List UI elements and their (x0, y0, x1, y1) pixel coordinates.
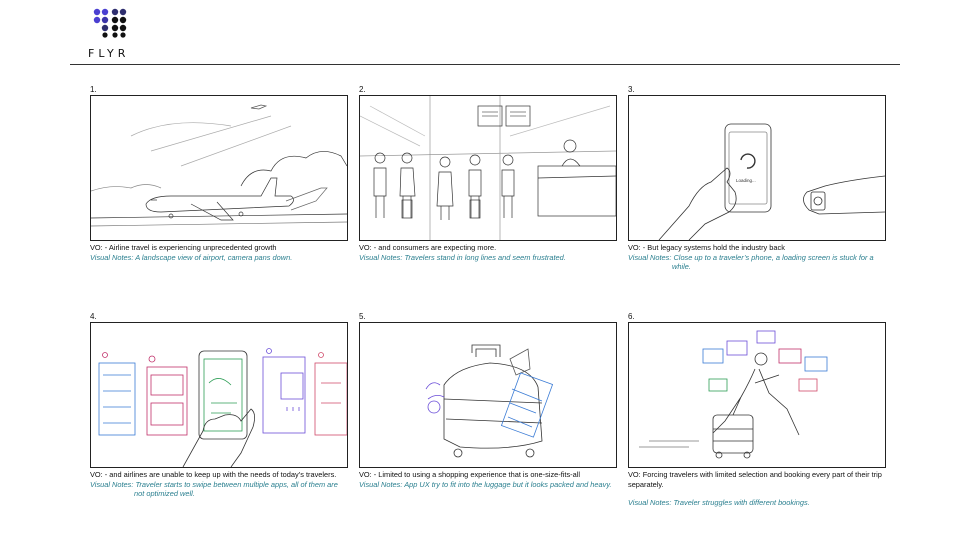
panel-sketch-multiple-apps (90, 322, 348, 468)
visual-notes-line-2: not optimized well. (134, 489, 195, 498)
storyboard-panel-2: 2. VO: - and consumers are expecting mor… (359, 85, 617, 262)
storyboard-panel-1: 1. VO: - Airline travel is experiencing … (90, 85, 348, 262)
logo-wordmark: FLYR (88, 47, 130, 60)
panel-number: 4. (90, 312, 97, 321)
voiceover-text: VO: - But legacy systems hold the indust… (628, 243, 785, 252)
header-divider (70, 64, 900, 65)
visual-notes-line-1: Visual Notes: Traveler starts to swipe b… (90, 479, 338, 489)
voiceover-text: VO: Forcing travelers with limited selec… (628, 470, 882, 489)
storyboard-panel-4: 4. VO: - and airlines are unable to keep… (90, 312, 348, 499)
panel-sketch-phone-loading: Loading... (628, 95, 886, 241)
panel-number: 6. (628, 312, 635, 321)
logo-mark-icon (93, 8, 127, 38)
storyboard-panel-3: 3. Loading... VO: - But legacy systems h… (628, 85, 886, 272)
visual-notes-line-1: Visual Notes: Close up to a traveler’s p… (628, 252, 874, 262)
spacer (628, 489, 886, 498)
loading-label: Loading... (736, 178, 756, 183)
visual-notes: Visual Notes: App UX try to fit into the… (359, 479, 612, 489)
panel-sketch-traveler-running (628, 322, 886, 468)
storyboard-panel-5: 5. VO: - Limited to using a shopping exp… (359, 312, 617, 489)
flyr-logo: FLYR (88, 8, 132, 60)
voiceover-text: VO: - and airlines are unable to keep up… (90, 470, 337, 479)
panel-number: 5. (359, 312, 366, 321)
visual-notes: Visual Notes: Travelers stand in long li… (359, 252, 566, 262)
panel-number: 3. (628, 85, 635, 94)
panel-sketch-luggage (359, 322, 617, 468)
visual-notes: Visual Notes: Traveler struggles with di… (628, 498, 810, 507)
storyboard-panel-6: 6. VO: Forcing travelers with limited se… (628, 312, 886, 508)
panel-sketch-airport (90, 95, 348, 241)
voiceover-text: VO: - and consumers are expecting more. (359, 243, 497, 252)
visual-notes: Visual Notes: Traveler starts to swipe b… (90, 480, 348, 499)
panel-number: 1. (90, 85, 97, 94)
visual-notes: Visual Notes: A landscape view of airpor… (90, 252, 293, 262)
visual-notes: Visual Notes: Close up to a traveler’s p… (628, 253, 886, 272)
panel-number: 2. (359, 85, 366, 94)
voiceover-text: VO: - Limited to using a shopping experi… (359, 470, 581, 479)
panel-sketch-queue (359, 95, 617, 241)
voiceover-text: VO: - Airline travel is experiencing unp… (90, 243, 277, 252)
visual-notes-line-2: while. (672, 262, 691, 271)
